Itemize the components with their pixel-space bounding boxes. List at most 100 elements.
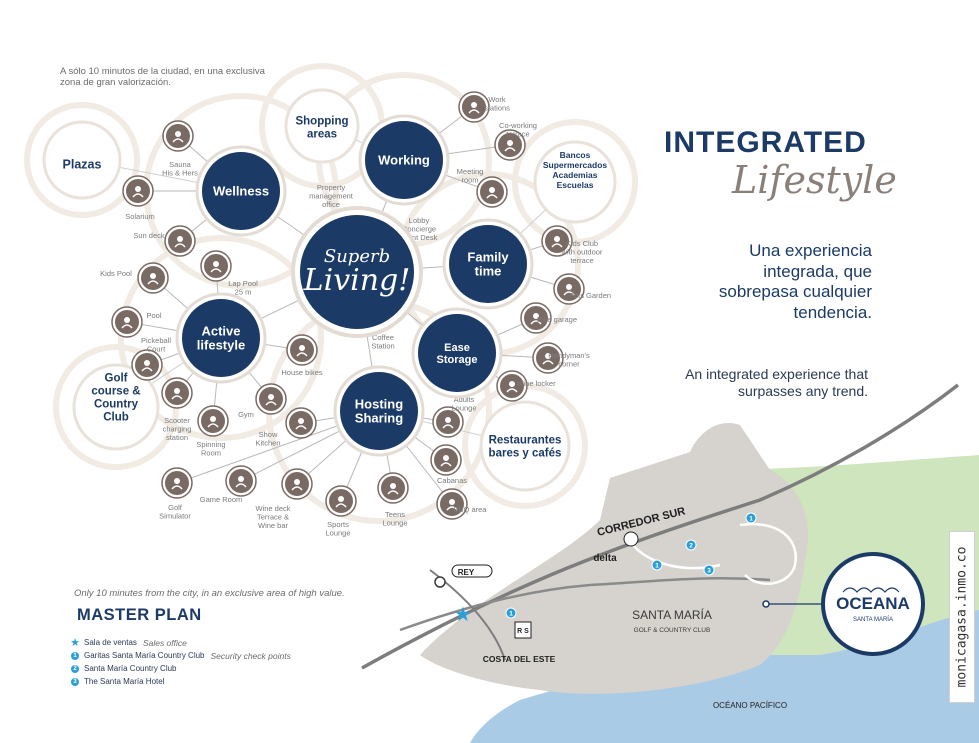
amenity-kidspool: Kids Pool: [100, 262, 169, 294]
legend-label: Sala de ventas: [84, 638, 137, 647]
billiards-icon: [225, 465, 257, 497]
amenity-housebikes: House bikes: [281, 334, 323, 377]
amenity-label: Bike garage: [537, 315, 577, 324]
star-icon: ★: [70, 636, 80, 649]
rs-badge: [514, 621, 532, 639]
amenity-label: House bikes: [281, 368, 323, 377]
tagline-spanish: A sólo 10 minutos de la ciudad, en una e…: [60, 66, 265, 88]
tagline-main-spanish: Una experiencia integrada, que sobrepasa…: [718, 241, 872, 322]
marker-badge: 3: [71, 677, 79, 686]
sandals-icon: [164, 225, 196, 257]
kids-icon: [541, 225, 573, 257]
ocean-label: OCÉANO PACÍFICO: [713, 701, 787, 710]
map-marker: 1: [745, 512, 757, 524]
map-marker: 2: [685, 539, 697, 551]
costa-del-este-label: COSTA DEL ESTE: [483, 654, 556, 664]
bottles-icon: [496, 370, 528, 402]
martini-icon: [432, 406, 464, 438]
rs-label: R S: [517, 628, 529, 635]
amenity-pool: Pool: [111, 306, 162, 338]
garage-icon: [520, 302, 552, 334]
outer-label-plazas: Plazas: [42, 120, 122, 200]
scooter-icon: [161, 377, 193, 409]
oceana-logo-text: OCEANA: [836, 594, 910, 613]
legend-item: 3 The Santa María Hotel: [70, 675, 291, 688]
outer-label-text: Plazas: [63, 157, 102, 171]
amenity-label: Game Room: [200, 495, 243, 504]
delta-label: delta: [593, 553, 617, 564]
hub-working: Working: [358, 114, 450, 206]
watermark-text: monicagasa.inmo.co: [954, 546, 970, 688]
dumbbell-icon: [255, 383, 287, 415]
amenity-cabanas: Cabanas: [430, 444, 467, 485]
legend: ★ Sala de ventas Sales office 1 Garitas …: [70, 636, 291, 688]
teens-icon: [377, 472, 409, 504]
heading-lifestyle: Lifestyle: [732, 158, 897, 202]
amenity-solarium: Solarium: [122, 175, 155, 221]
amenity-label: Sun deck: [133, 231, 165, 240]
tools-icon: [532, 342, 564, 374]
bicycle-icon: [197, 405, 229, 437]
amenity-label: Kids Pool: [100, 269, 132, 278]
amenity-sundeck: Sun deck: [133, 225, 196, 257]
heading-integrated: INTEGRATED: [664, 126, 867, 159]
map-pin-icon: [434, 576, 446, 588]
paddle-icon: [131, 349, 163, 381]
center-line2: Living!: [303, 263, 411, 298]
cat-icon: [553, 273, 585, 305]
amenity-bbq: BBQ area: [436, 488, 487, 520]
legend-label: Santa María Country Club: [84, 664, 177, 673]
amenity-label: Gym: [238, 410, 254, 419]
map-marker-number: 1: [749, 516, 753, 523]
santa-maria-label: SANTA MARÍA: [632, 607, 712, 622]
map-marker: 1: [505, 607, 517, 619]
amenity-gameroom: Game Room: [200, 465, 257, 504]
kids-pool-icon: [137, 262, 169, 294]
tv-icon: [325, 485, 357, 517]
bikes-icon: [286, 334, 318, 366]
sales-office-star-icon: ★: [454, 604, 472, 626]
legend-item: 2 Santa María Country Club: [70, 662, 291, 675]
amenity-winelocker: Wine locker: [496, 370, 556, 402]
swimmer-icon: [200, 250, 232, 282]
map-marker: 3: [703, 564, 715, 576]
amenity-gym: Gym: [238, 383, 287, 419]
map-marker-number: 3: [707, 568, 711, 575]
wine-icon: [281, 468, 313, 500]
map-marker: 1: [651, 559, 663, 571]
legend-note: Security check points: [210, 650, 291, 661]
